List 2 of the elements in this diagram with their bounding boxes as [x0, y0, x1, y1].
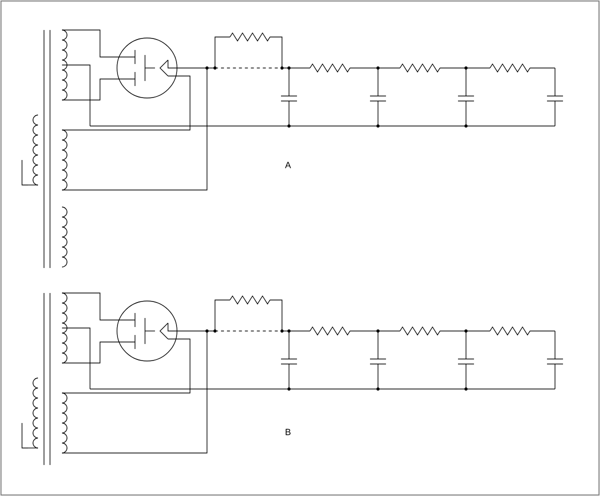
panel-label: B	[286, 428, 291, 436]
panel-label: A	[285, 162, 291, 168]
